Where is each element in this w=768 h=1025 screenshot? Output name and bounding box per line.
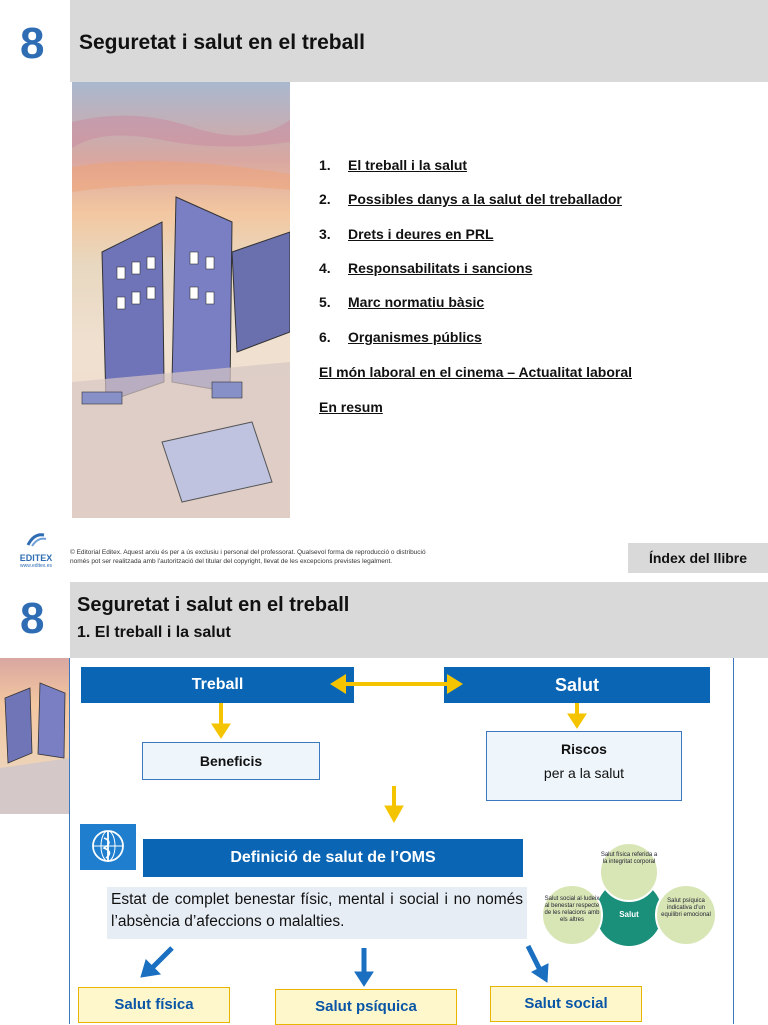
logo-url: www.editex.es [20,563,52,569]
who-emblem-icon [92,830,124,862]
table-of-contents: 1.El treball i la salut 2.Possibles dany… [319,155,739,425]
venn-social: Salut social al·ludeix al benestar respe… [544,896,600,923]
book-index-button[interactable]: Índex del llibre [628,543,768,573]
toc-item-6[interactable]: 6.Organismes públics [319,329,482,345]
copyright-notice: © Editorial Editex. Aquest arxiu és per … [70,549,426,565]
treball-bar: Treball [81,667,354,703]
side-illustration [0,658,70,814]
editex-logo: EDITEX www.editex.es [14,531,58,569]
chapter-number: 8 [20,594,45,643]
chapter-illustration [72,82,290,518]
section-subtitle: 1. El treball i la salut [77,624,231,641]
venn-physical: Salut física referida a la integritat co… [600,852,658,865]
who-logo [80,824,136,870]
toc-link-summary[interactable]: En resum [319,399,383,415]
risks-title: Riscos [561,741,607,757]
title-bar: Seguretat i salut en el treball [70,0,768,82]
toc-item-4[interactable]: 4.Responsabilitats i sancions [319,260,533,276]
logo-text: EDITEX [19,553,53,563]
slide-table-of-contents: 8 Seguretat i salut en el treball [14,0,768,573]
toc-item-3[interactable]: 3.Drets i deures en PRL [319,226,494,242]
page-title: Seguretat i salut en el treball [79,31,365,54]
diagram-arrows [140,674,587,987]
toc-item-2[interactable]: 2.Possibles danys a la salut del treball… [319,191,622,207]
blue-arrow-icon [140,944,549,987]
double-arrow-icon [330,674,463,694]
slide-work-and-health: 8 Seguretat i salut en el treball 1. El … [0,582,768,1025]
benefits-box: Beneficis [142,742,320,780]
oms-definition-text: Estat de complet benestar físic, mental … [107,887,527,939]
risks-box: Riscos per a la salut [486,731,682,801]
salut-bar: Salut [444,667,710,703]
venn-psychic: Salut psíquica indicativa d’un equilibri… [661,898,711,918]
psychic-health-box: Salut psíquica [275,989,457,1025]
toc-link-cinema[interactable]: El món laboral en el cinema – Actualitat… [319,364,633,380]
venn-center: Salut [619,910,639,919]
oms-definition-title: Definició de salut de l’OMS [143,839,523,877]
health-venn-diagram: Salut física referida a la integritat co… [540,838,718,958]
editex-logo-icon [26,533,47,547]
page-title: Seguretat i salut en el treball [77,594,350,616]
chapter-number: 8 [20,19,45,68]
down-arrow-icon [211,703,587,824]
title-bar: Seguretat i salut en el treball 1. El tr… [70,582,768,658]
physical-health-box: Salut física [78,987,230,1023]
toc-item-1[interactable]: 1.El treball i la salut [319,157,468,173]
toc-item-5[interactable]: 5.Marc normatiu bàsic [319,294,485,310]
social-health-box: Salut social [490,986,642,1022]
content-frame [69,658,734,1024]
risks-subtitle: per a la salut [543,765,625,781]
